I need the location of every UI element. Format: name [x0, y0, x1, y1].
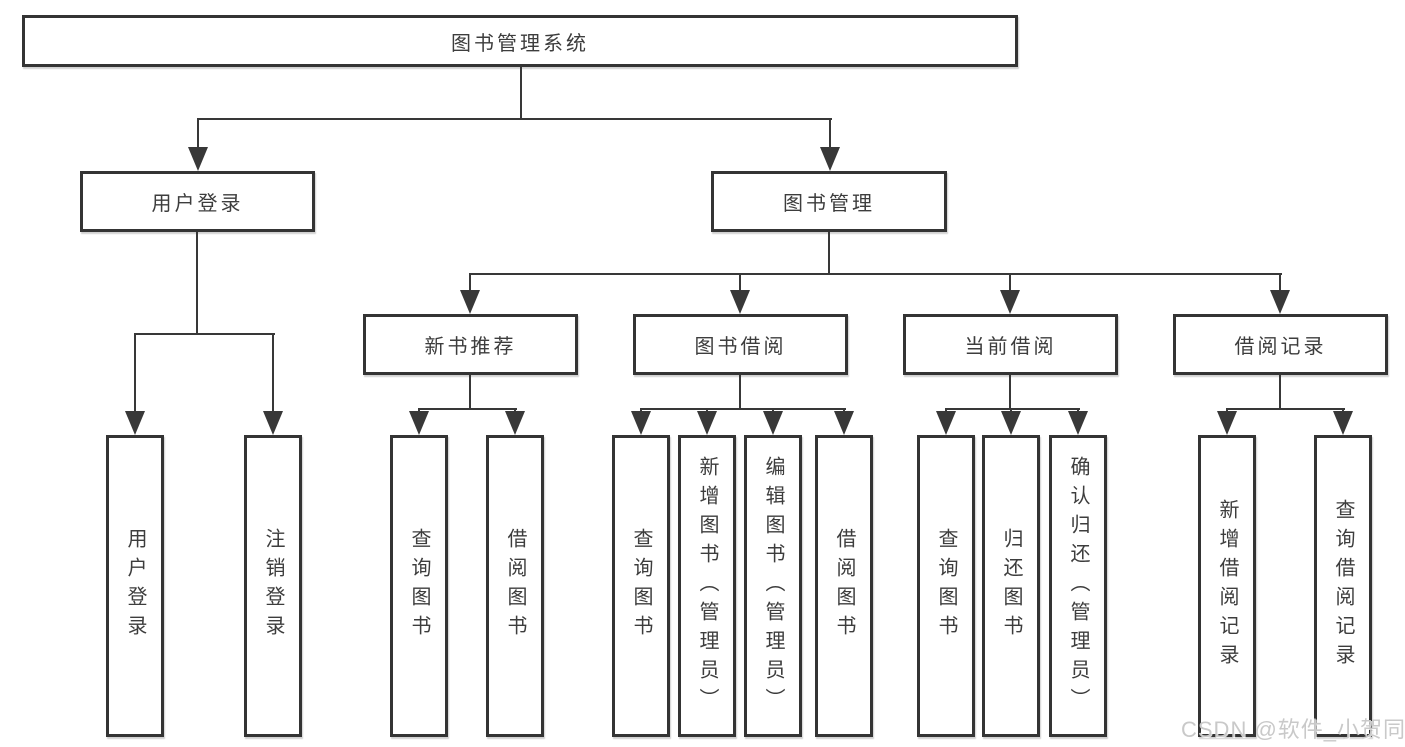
arrow-down-icon: [1333, 411, 1353, 435]
node-label: 借阅图书: [504, 528, 526, 644]
node-label: 编辑图书（管理员）: [762, 455, 784, 717]
connector-line: [272, 333, 274, 415]
node-label: 新增借阅记录: [1216, 499, 1238, 673]
node-new-book-recommend: 新书推荐: [363, 314, 578, 375]
leaf-user-login: 用户登录: [106, 435, 164, 737]
node-label: 查询借阅记录: [1332, 499, 1354, 673]
leaf-borrowing-add-books-admin: 新增图书（管理员）: [678, 435, 736, 737]
node-label: 图书借阅: [694, 336, 787, 358]
leaf-borrowing-borrow-books: 借阅图书: [815, 435, 873, 737]
arrow-down-icon: [263, 411, 283, 435]
leaf-current-return-books: 归还图书: [982, 435, 1040, 737]
connector-line: [1009, 375, 1011, 410]
leaf-recommend-query-books: 查询图书: [390, 435, 448, 737]
node-label: 新书推荐: [424, 336, 517, 358]
connector-line: [134, 333, 136, 415]
connector-line: [1009, 273, 1011, 293]
connector-line: [1226, 408, 1345, 410]
node-label: 图书管理系统: [451, 32, 589, 55]
leaf-records-query-borrow-record: 查询借阅记录: [1314, 435, 1372, 737]
arrow-down-icon: [1001, 411, 1021, 435]
node-label: 归还图书: [1000, 528, 1022, 644]
leaf-borrowing-query-books: 查询图书: [612, 435, 670, 737]
arrow-down-icon: [697, 411, 717, 435]
arrow-down-icon: [834, 411, 854, 435]
node-book-borrowing: 图书借阅: [633, 314, 848, 375]
arrow-down-icon: [409, 411, 429, 435]
connector-line: [828, 232, 830, 275]
leaf-current-confirm-return-admin: 确认归还（管理员）: [1049, 435, 1107, 737]
node-label: 查询图书: [408, 528, 430, 644]
connector-line: [520, 67, 522, 120]
node-label: 用户登录: [151, 193, 244, 215]
leaf-recommend-borrow-books: 借阅图书: [486, 435, 544, 737]
arrow-down-icon: [631, 411, 651, 435]
node-label: 用户登录: [124, 528, 146, 644]
arrow-down-icon: [763, 411, 783, 435]
node-borrowing-records: 借阅记录: [1173, 314, 1388, 375]
node-user-login: 用户登录: [80, 171, 315, 232]
connector-line: [469, 273, 1282, 275]
arrow-down-icon: [460, 290, 480, 314]
connector-line: [134, 333, 275, 335]
connector-line: [640, 408, 846, 410]
connector-line: [1279, 273, 1281, 293]
connector-line: [469, 375, 471, 410]
arrow-down-icon: [730, 290, 750, 314]
node-label: 借阅图书: [833, 528, 855, 644]
node-label: 查询图书: [630, 528, 652, 644]
leaf-current-query-books: 查询图书: [917, 435, 975, 737]
arrow-down-icon: [505, 411, 525, 435]
node-label: 借阅记录: [1234, 336, 1327, 358]
connector-line: [418, 408, 517, 410]
connector-line: [829, 118, 831, 152]
connector-line: [469, 273, 471, 293]
connector-line: [197, 118, 832, 120]
connector-line: [945, 408, 1080, 410]
node-library-management-system: 图书管理系统: [22, 15, 1018, 67]
node-label: 图书管理: [783, 193, 875, 215]
arrow-down-icon: [1217, 411, 1237, 435]
node-book-management: 图书管理: [711, 171, 947, 232]
node-current-borrowing: 当前借阅: [903, 314, 1118, 375]
leaf-borrowing-edit-books-admin: 编辑图书（管理员）: [744, 435, 802, 737]
leaf-logout: 注销登录: [244, 435, 302, 737]
csdn-watermark: CSDN @软件_小贺同学: [1181, 717, 1405, 742]
arrow-down-icon: [936, 411, 956, 435]
connector-line: [739, 273, 741, 293]
connector-line: [197, 118, 199, 152]
node-label: 查询图书: [935, 528, 957, 644]
arrow-down-icon: [820, 147, 840, 171]
connector-line: [196, 232, 198, 335]
node-label: 确认归还（管理员）: [1067, 455, 1089, 717]
arrow-down-icon: [125, 411, 145, 435]
connector-line: [739, 375, 741, 410]
connector-line: [1279, 375, 1281, 410]
arrow-down-icon: [1270, 290, 1290, 314]
arrow-down-icon: [1068, 411, 1088, 435]
arrow-down-icon: [188, 147, 208, 171]
node-label: 注销登录: [262, 528, 284, 644]
node-label: 新增图书（管理员）: [696, 455, 718, 717]
leaf-records-add-borrow-record: 新增借阅记录: [1198, 435, 1256, 737]
node-label: 当前借阅: [964, 336, 1057, 358]
arrow-down-icon: [1000, 290, 1020, 314]
